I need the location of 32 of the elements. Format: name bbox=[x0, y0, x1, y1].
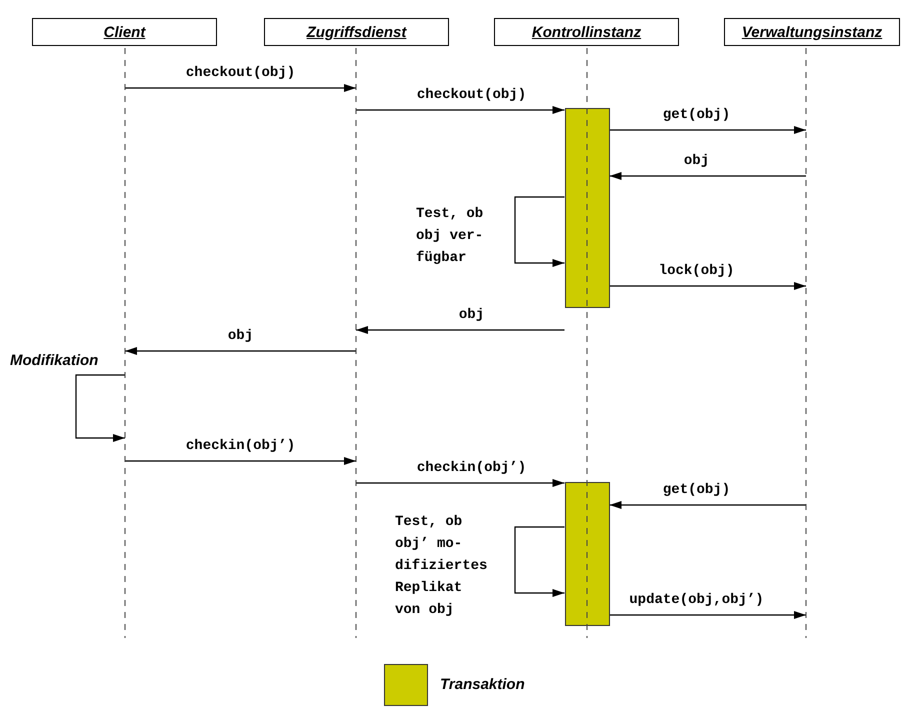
message-arrow bbox=[610, 282, 806, 290]
message-arrow bbox=[356, 479, 564, 487]
legend-label: Transaktion bbox=[440, 676, 525, 693]
activation-bar bbox=[564, 482, 610, 626]
self-message-arrow bbox=[514, 526, 564, 597]
self-message-arrow bbox=[75, 374, 125, 442]
message-arrow bbox=[610, 611, 806, 619]
message-label: get(obj) bbox=[662, 481, 730, 499]
activation-bar bbox=[564, 108, 610, 308]
message-label: checkout(obj) bbox=[416, 86, 526, 104]
message-label: checkin(obj’) bbox=[416, 459, 526, 477]
message-arrow bbox=[610, 172, 806, 180]
message-arrow bbox=[125, 457, 356, 465]
message-label: obj bbox=[684, 152, 710, 170]
message-label: get(obj) bbox=[662, 106, 730, 124]
message-arrow bbox=[610, 501, 806, 509]
participant-name: Verwaltungsinstanz bbox=[742, 24, 882, 40]
message-label: update(obj,obj’) bbox=[629, 591, 764, 609]
message-label: obj bbox=[458, 306, 484, 324]
message-arrow bbox=[125, 84, 356, 92]
message-arrow bbox=[356, 326, 564, 334]
message-label: obj bbox=[228, 327, 254, 345]
message-arrow bbox=[125, 347, 356, 355]
participant-name: Client bbox=[104, 24, 146, 40]
message-arrow bbox=[610, 126, 806, 134]
message-arrow bbox=[356, 106, 564, 114]
message-label: lock(obj) bbox=[658, 262, 734, 280]
self-message-arrow bbox=[514, 196, 564, 267]
message-label: checkin(obj’) bbox=[186, 437, 296, 455]
message-label: checkout(obj) bbox=[186, 64, 296, 82]
participant-name: Kontrollinstanz bbox=[532, 24, 642, 40]
participant-name: Zugriffsdienst bbox=[306, 24, 406, 40]
